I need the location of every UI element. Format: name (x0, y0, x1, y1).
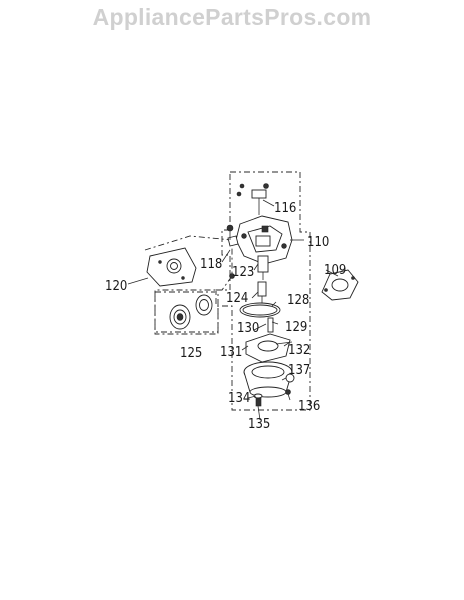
part-109-intake-gasket (321, 269, 359, 301)
label-109: 109 (324, 263, 346, 278)
part-110-carburetor-body (227, 215, 293, 280)
part-135-bowl-screw (255, 397, 262, 407)
part-136-screw (285, 389, 291, 395)
part-124-main-jet (257, 281, 267, 304)
part-120-gasket-plate (146, 247, 197, 287)
part-123-screw (229, 273, 235, 279)
cover-group-boundary (154, 291, 219, 333)
part-130-float-needle (267, 317, 274, 333)
label-137: 137 (288, 363, 310, 378)
label-125: 125 (180, 346, 202, 361)
primer-group-boundary (144, 235, 233, 335)
label-129: 129 (285, 320, 307, 335)
part-131-float (245, 333, 291, 363)
label-132: 132 (288, 343, 310, 358)
label-116: 116 (274, 201, 296, 216)
leader-lines (127, 199, 339, 421)
label-130: 130 (237, 321, 259, 336)
label-135: 135 (248, 417, 270, 432)
watermark: AppliancePartsPros.com (92, 4, 372, 30)
label-131: 131 (220, 345, 242, 360)
label-123: 123 (232, 265, 254, 280)
part-128-o-ring (239, 302, 281, 318)
part-float-bowl (243, 361, 293, 398)
part-118-screw (226, 224, 234, 240)
part-125-primer-assembly (169, 294, 213, 330)
part-116-linkage (236, 183, 269, 215)
label-134: 134 (228, 391, 250, 406)
label-136: 136 (298, 399, 320, 414)
label-118: 118 (200, 257, 222, 272)
label-110: 110 (307, 235, 329, 250)
label-128: 128 (287, 293, 309, 308)
label-124: 124 (226, 291, 248, 306)
label-120: 120 (105, 279, 127, 294)
carburetor-group-boundary (215, 171, 311, 411)
